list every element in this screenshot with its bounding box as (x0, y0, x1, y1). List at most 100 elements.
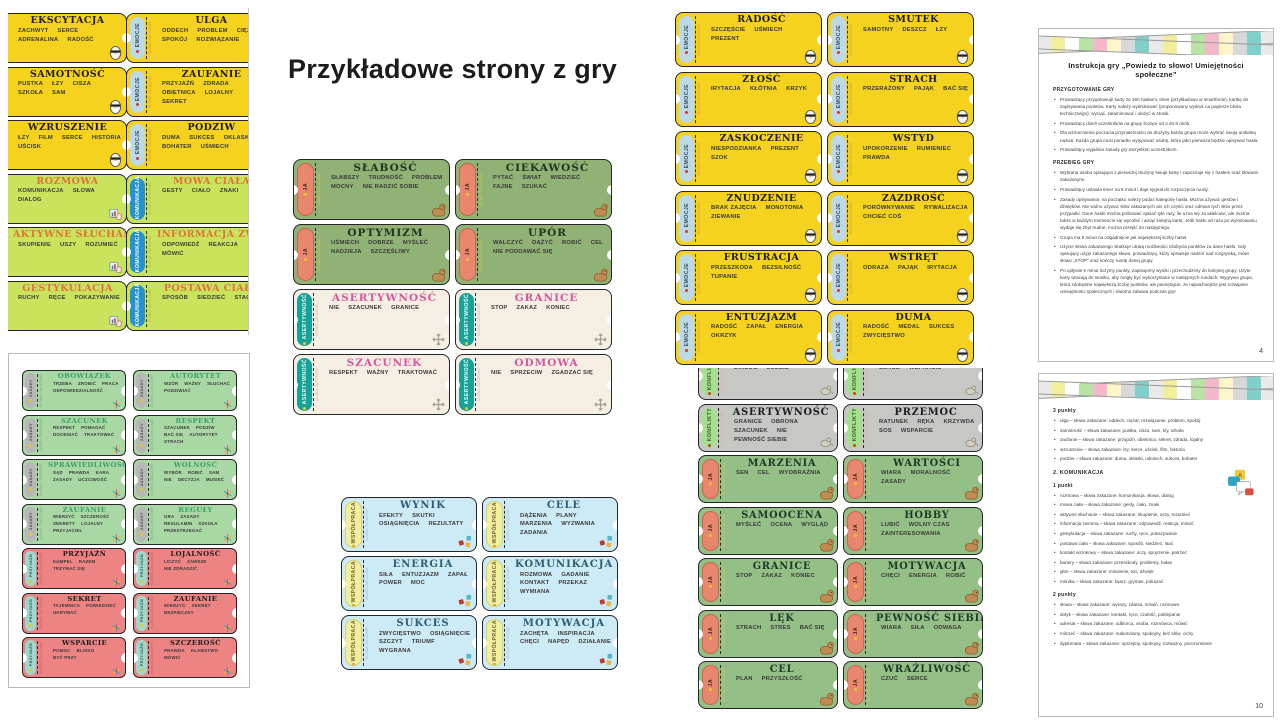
category-pill: JA (702, 562, 719, 602)
points-dot (304, 192, 307, 196)
sparkle-icon (222, 442, 233, 454)
forbidden-word: NIE PODDAWAĆ SIĘ (493, 249, 553, 256)
forbidden-word: ZWYCIĘSTWO (863, 333, 905, 340)
sparkle-icon (222, 575, 233, 587)
card-word-title: RADOŚĆ (737, 14, 786, 25)
forbidden-word: EFEKTY (379, 512, 404, 519)
dashed-divider (37, 641, 38, 674)
dashed-divider (695, 254, 696, 301)
category-label: JA (707, 524, 714, 532)
dashed-divider (363, 501, 364, 548)
forbidden-word: WIERZYĆ (53, 514, 75, 520)
category-label: EMOCJE (835, 24, 842, 50)
forbidden-word: SZKOŁA (198, 521, 218, 527)
category-label: EMOCJE (683, 203, 690, 228)
forbidden-word: ŁZY (52, 81, 64, 88)
forbidden-word: PRAWDA (863, 154, 890, 161)
forbidden-word: REAKCJA (208, 241, 238, 248)
chat-bubbles-icon: A (1223, 468, 1257, 498)
forbidden-word: OKRZYK (711, 333, 737, 340)
dashed-divider (718, 407, 719, 448)
forbidden-word: KRZYK (786, 86, 808, 93)
category-label: EMOCJE (835, 84, 842, 109)
category-label: ZASADY (139, 512, 144, 531)
forbidden-word: UŚCISK (18, 143, 42, 150)
puzzle-icon (599, 652, 614, 667)
forbidden-word: KOMUNIKACJA (18, 188, 64, 195)
instructions-bullet: bariery – słowa zakazane: przeszkody, pr… (1053, 559, 1259, 566)
chart-icon (108, 206, 123, 221)
card-word-title: FRUSTRACJA (723, 252, 800, 263)
forbidden-word: SZACUNEK (734, 427, 768, 434)
card-word-title: PODZIW (187, 122, 236, 133)
forbidden-word: CEL (590, 240, 603, 247)
forbidden-word: CHĘCI (881, 573, 901, 580)
forbidden-word: TRUDNOŚĆ (368, 175, 403, 182)
forbidden-word: DESZCZ (902, 26, 927, 33)
dashed-divider (865, 562, 866, 602)
instructions-bullet: samotność – słowa zakazane: pustka, cisz… (1053, 427, 1259, 434)
instructions-section-heading: PRZEBIEG GRY (1053, 160, 1095, 167)
sparkle-icon (111, 486, 122, 498)
card-word-title: AKTYWNE SŁUCHANIE (13, 229, 126, 240)
forbidden-word: ODDECH (162, 27, 189, 34)
instructions-bullet: Prowadzący przygotowuje karty ze 160 has… (1053, 96, 1259, 117)
forbidden-word: OCENA (770, 521, 793, 528)
category-pill: EMOCJE (831, 254, 846, 301)
forbidden-word: SIŁA (379, 571, 394, 578)
forbidden-word: UKRYWAĆ (53, 610, 77, 616)
sparkle-icon (222, 664, 233, 676)
category-label: EMOCJE (134, 23, 141, 48)
penguin-icon (955, 109, 970, 124)
forbidden-word: MARZENIA (520, 521, 553, 528)
dashed-divider (146, 124, 147, 166)
forbidden-word: ZGADZAĆ SIĘ (551, 370, 593, 377)
page-title: Przykładowe strony z gry (288, 54, 617, 84)
forbidden-word: CEL (757, 470, 770, 477)
forbidden-word: WIERZYĆ (164, 603, 186, 609)
forbidden-word: ZIEWANIE (711, 214, 741, 221)
mouse-icon (819, 382, 834, 397)
forbidden-word: MONOTONIA (765, 205, 804, 212)
capybara-icon (431, 202, 446, 217)
category-label: EMOCJE (683, 262, 690, 288)
category-label: JA (707, 472, 714, 481)
category-label: EMOCJE (683, 24, 690, 50)
points-dot (709, 585, 712, 589)
category-pill: PRZYJAŹŃ (136, 595, 147, 631)
forbidden-word: RADOŚĆ (711, 324, 738, 331)
category-pill: EMOCJE (130, 17, 145, 59)
forbidden-word: SEN (736, 470, 749, 477)
card-word-title: ZAUFANIE (181, 68, 242, 80)
forbidden-word: UŚMIECH (331, 240, 360, 247)
forbidden-word: ENTUZJAZM (402, 571, 439, 578)
forbidden-word: MEDAL (898, 324, 920, 331)
dashed-divider (313, 358, 314, 411)
card-word-title: STRACH (889, 73, 938, 85)
dashed-divider (865, 613, 866, 654)
